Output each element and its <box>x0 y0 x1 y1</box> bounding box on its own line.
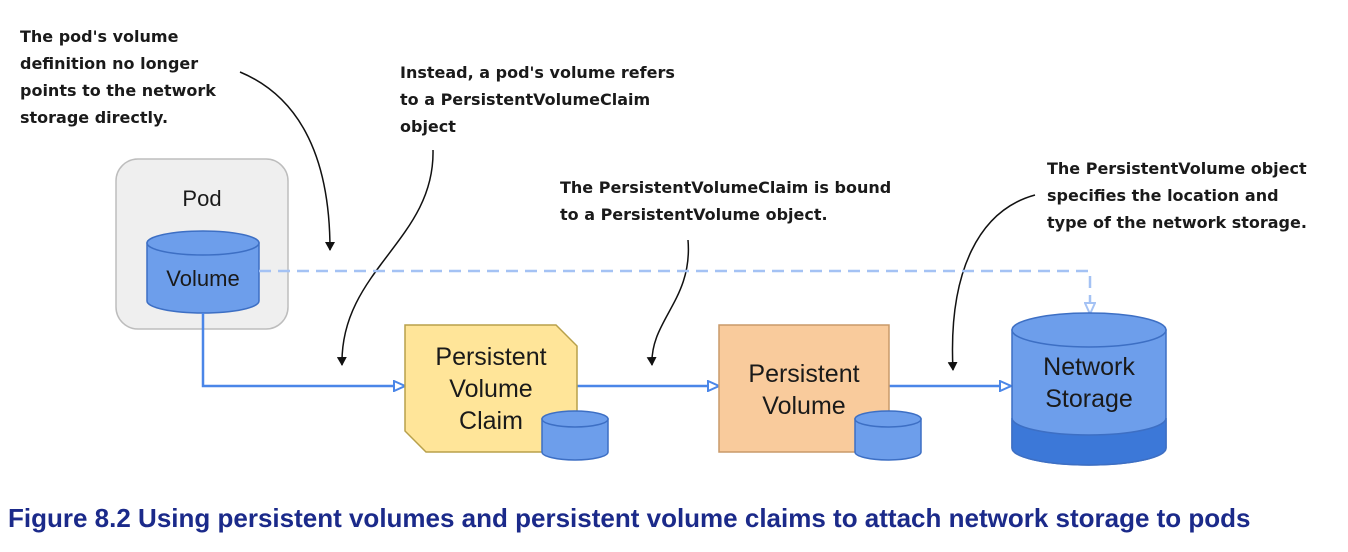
note-pvc-reference-line3: object <box>400 117 456 136</box>
arrow-volume-to-pvc <box>201 313 405 386</box>
note-pod-volume-line4: storage directly. <box>20 108 168 127</box>
pv-volume-icon <box>854 410 922 461</box>
pod-volume-cylinder: Volume <box>146 230 260 314</box>
pod-volume-label: Volume <box>166 266 239 291</box>
pv-label-line1: Persistent <box>748 360 859 388</box>
pvc-box: Persistent Volume Claim <box>404 324 578 453</box>
pointer-arrow-pv-spec <box>947 194 1036 371</box>
note-bound-line2: to a PersistentVolume object. <box>560 205 828 224</box>
note-pod-volume: The pod's volume definition no longer po… <box>20 27 216 127</box>
pointer-arrow-pvc-reference <box>336 149 434 366</box>
pvc-label-line2: Volume <box>449 375 532 403</box>
note-bound: The PersistentVolumeClaim is bound to a … <box>560 178 891 224</box>
note-bound-line1: The PersistentVolumeClaim is bound <box>560 178 891 197</box>
note-pod-volume-line2: definition no longer <box>20 54 198 73</box>
note-pv-spec-line3: type of the network storage. <box>1047 213 1307 232</box>
pointer-arrow-pod-volume <box>239 71 335 251</box>
pointer-arrow-bound <box>646 239 690 366</box>
network-storage-cylinder: Network Storage <box>1011 312 1167 466</box>
note-pvc-reference-line1: Instead, a pod's volume refers <box>400 63 675 82</box>
figure-caption: Figure 8.2 Using persistent volumes and … <box>8 503 1251 533</box>
pvc-volume-icon <box>541 410 609 461</box>
note-pv-spec: The PersistentVolume object specifies th… <box>1047 159 1307 232</box>
note-pod-volume-line1: The pod's volume <box>20 27 179 46</box>
pvc-label-line1: Persistent <box>435 343 546 371</box>
pv-label-line2: Volume <box>762 392 845 420</box>
note-pv-spec-line2: specifies the location and <box>1047 186 1279 205</box>
storage-label-line1: Network <box>1043 353 1135 381</box>
dashed-direct-link <box>259 269 1090 314</box>
storage-label-line2: Storage <box>1045 385 1133 413</box>
note-pv-spec-line1: The PersistentVolume object <box>1047 159 1307 178</box>
note-pvc-reference: Instead, a pod's volume refers to a Pers… <box>400 63 675 136</box>
note-pod-volume-line3: points to the network <box>20 81 216 100</box>
pvc-label-line3: Claim <box>459 407 523 435</box>
note-pvc-reference-line2: to a PersistentVolumeClaim <box>400 90 650 109</box>
pod-title: Pod <box>182 186 221 211</box>
